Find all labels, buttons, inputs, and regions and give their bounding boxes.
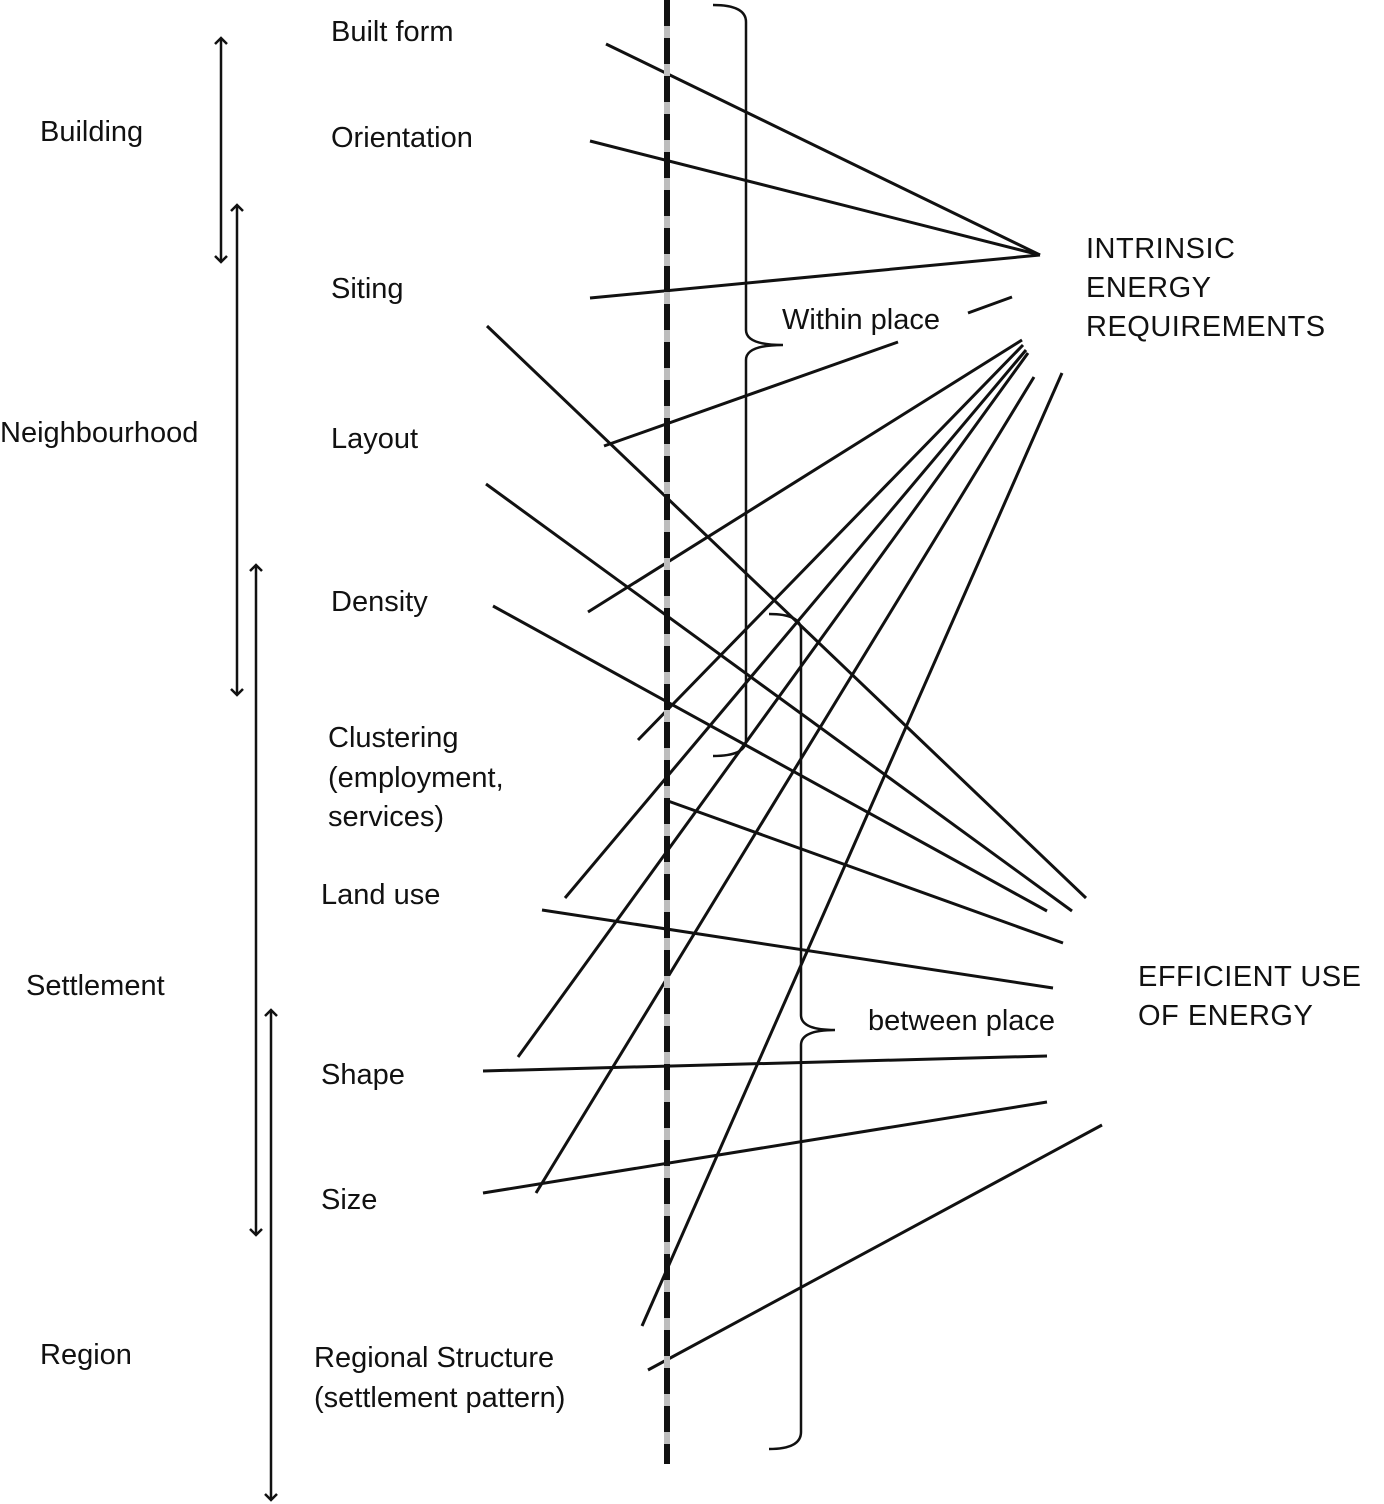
factor-regional-structure-line-2: (settlement pattern) [314, 1382, 565, 1414]
connector-line [534, 376, 1036, 1194]
factor-regional-structure: Regional Structure (settlement pattern) [314, 1342, 565, 1414]
factor-land-use: Land use [321, 879, 440, 911]
factor-siting: Siting [331, 273, 404, 305]
connector-line [636, 343, 1025, 742]
scale-label-settlement: Settlement [26, 970, 165, 1002]
outcome-efficient-line-2: OF ENERGY [1138, 1000, 1313, 1032]
within-place-brace [712, 3, 784, 758]
outcome-efficient-use-of-energy: EFFICIENT USE OF ENERGY [1138, 961, 1370, 1032]
connector-line [647, 1123, 1103, 1372]
scale-label-neighbourhood: Neighbourhood [0, 417, 198, 449]
connector-line [589, 253, 1041, 300]
factor-built-form: Built form [331, 16, 453, 48]
outcome-intrinsic-line-2: ENERGY [1086, 272, 1211, 304]
connector-line [967, 295, 1013, 315]
within-place-label: Within place [782, 304, 940, 336]
connector-line [482, 1100, 1048, 1195]
connector-line [589, 139, 1041, 257]
between-place-label: between place [868, 1005, 1055, 1037]
connector-line [541, 908, 1054, 990]
connector-line [640, 372, 1064, 1327]
connector-line [667, 799, 1064, 945]
factor-shape: Shape [321, 1059, 405, 1091]
scale-label-building: Building [40, 116, 143, 148]
connector-line [605, 42, 1041, 257]
factor-size: Size [321, 1184, 377, 1216]
connector-line [485, 324, 1088, 900]
connector-line [485, 482, 1073, 913]
factor-orientation: Orientation [331, 122, 473, 154]
outcome-intrinsic-line-3: REQUIREMENTS [1086, 311, 1326, 343]
connector-line [516, 352, 1030, 1058]
connector-line [603, 340, 899, 448]
outcome-efficient-line-1: EFFICIENT USE [1138, 961, 1362, 993]
factor-clustering-line-2: (employment, [328, 762, 504, 794]
factor-clustering-line-1: Clustering [328, 722, 459, 754]
connector-line [563, 349, 1028, 899]
connector-line [587, 338, 1023, 614]
factor-layout: Layout [331, 423, 418, 455]
factor-density: Density [331, 586, 428, 618]
factor-regional-structure-line-1: Regional Structure [314, 1342, 554, 1374]
connector-lines [482, 42, 1103, 1372]
connector-line [492, 604, 1048, 913]
factor-clustering: Clustering (employment, services) [328, 722, 512, 833]
between-place-brace [768, 612, 836, 1451]
factor-clustering-line-3: services) [328, 801, 444, 833]
scale-label-region: Region [40, 1339, 132, 1371]
connector-line [482, 1054, 1048, 1073]
outcome-intrinsic-line-1: INTRINSIC [1086, 233, 1236, 265]
outcome-intrinsic-energy-requirements: INTRINSIC ENERGY REQUIREMENTS [1086, 233, 1326, 343]
